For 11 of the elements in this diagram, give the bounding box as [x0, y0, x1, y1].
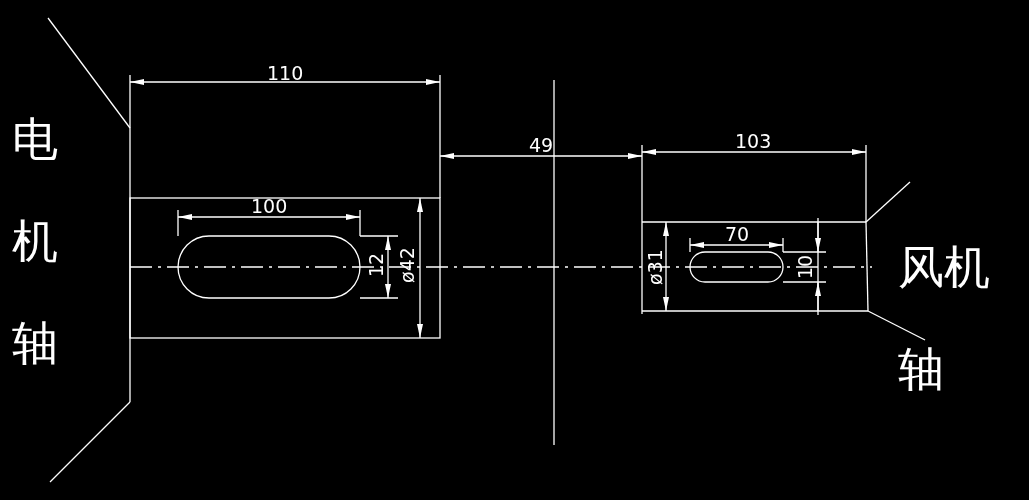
shaft-label: 风机轴	[898, 239, 991, 398]
dimension-text: 100	[251, 196, 288, 216]
dimension-text: 49	[529, 135, 554, 155]
dimension-text: 70	[725, 224, 750, 244]
dimension-text: ø31	[644, 249, 665, 285]
dimension-text: ø42	[396, 247, 417, 283]
dimension-text: 12	[366, 252, 387, 278]
shaft-label: 电机轴	[12, 111, 59, 372]
dimension-text: 10	[795, 254, 816, 280]
dimension-text: 103	[735, 131, 772, 151]
dimension-text: 110	[267, 63, 304, 83]
